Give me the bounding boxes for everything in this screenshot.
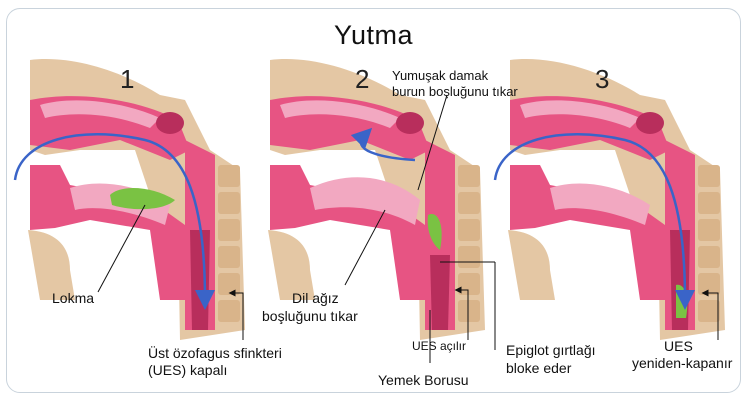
- label-epiglottis-line2: bloke eder: [506, 360, 571, 377]
- label-ues-reclose-line2: yeniden-kapanır: [632, 355, 732, 372]
- panel-number-3: 3: [595, 64, 609, 95]
- label-ues-reclose-line1: UES: [664, 338, 693, 355]
- label-soft-palate-line1: Yumuşak damak: [392, 67, 488, 84]
- label-epiglottis-line1: Epiglot gırtlağı: [506, 342, 596, 359]
- label-tongue-line1: Dil ağız: [292, 290, 339, 307]
- panel-number-1: 1: [120, 64, 134, 95]
- label-tongue-line2: boşluğunu tıkar: [262, 308, 358, 325]
- head-panel-3: [495, 59, 725, 340]
- label-ues-open: UES açılır: [412, 338, 466, 355]
- label-lokma: Lokma: [52, 290, 94, 307]
- label-ues-closed-line2: (UES) kapalı: [148, 362, 227, 379]
- label-ues-closed-line1: Üst özofagus sfinkteri: [148, 345, 282, 362]
- head-panel-1: [15, 59, 245, 340]
- panel-number-2: 2: [355, 64, 369, 95]
- label-esophagus: Yemek Borusu: [378, 372, 469, 389]
- label-soft-palate-line2: burun boşluğunu tıkar: [392, 83, 518, 100]
